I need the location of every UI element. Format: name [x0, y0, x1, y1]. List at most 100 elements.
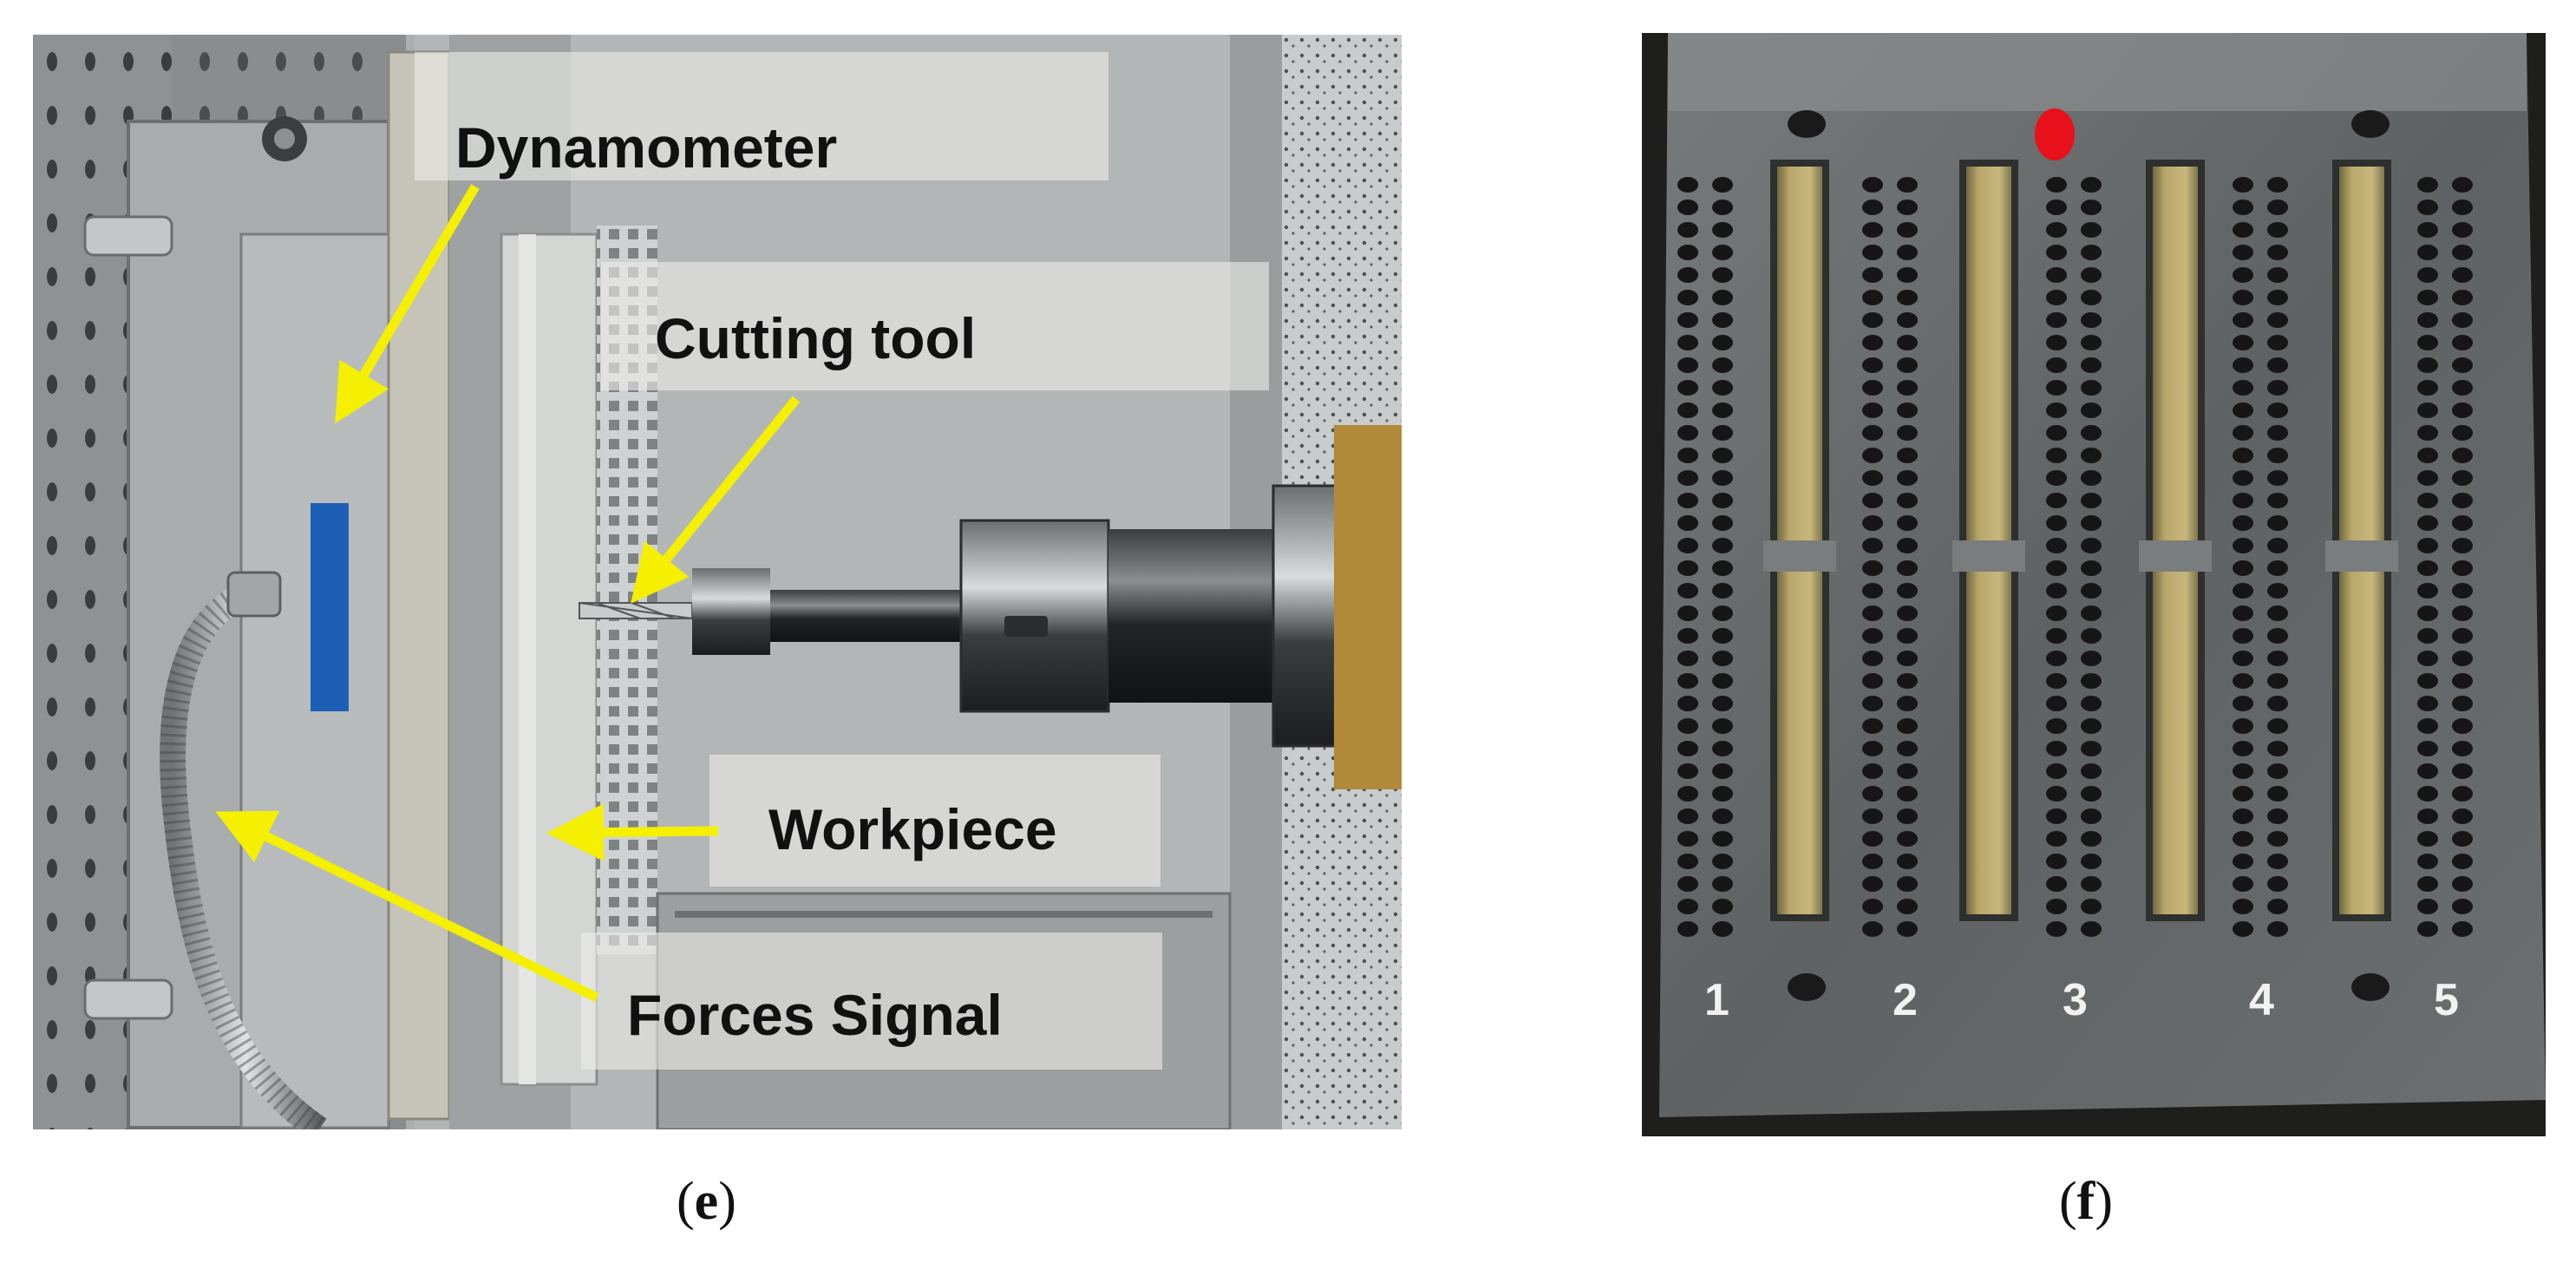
drilled-hole [2417, 402, 2438, 418]
drilled-hole [2233, 921, 2253, 937]
drilled-hole [2233, 267, 2253, 283]
drilled-hole [1897, 718, 1918, 734]
drilled-hole [1862, 357, 1883, 373]
drilled-hole [1897, 831, 1918, 847]
drilled-hole [1677, 741, 1698, 756]
drilled-hole [2233, 200, 2253, 215]
drilled-hole [1677, 267, 1698, 283]
drilled-hole [1897, 741, 1918, 756]
drilled-hole [2452, 267, 2473, 283]
drilled-hole [2267, 673, 2288, 689]
drilled-hole [2233, 808, 2253, 824]
drilled-hole [1862, 854, 1883, 869]
drilled-hole [1897, 786, 1918, 802]
drilled-hole [2452, 921, 2473, 937]
drilled-hole [2081, 515, 2102, 531]
drilled-hole [1712, 515, 1733, 531]
drilled-hole [1712, 493, 1733, 508]
drilled-hole [2267, 628, 2288, 644]
drilled-hole [2046, 538, 2067, 553]
drilled-hole [2233, 854, 2253, 869]
drilled-hole [2046, 899, 2067, 914]
drilled-hole [1712, 696, 1733, 711]
drilled-hole [1677, 673, 1698, 689]
drilled-hole [1712, 380, 1733, 396]
drilled-hole [1862, 425, 1883, 441]
drilled-hole [2081, 786, 2102, 802]
drilled-hole [2046, 312, 2067, 328]
drilled-hole [1862, 651, 1883, 666]
drilled-hole [2081, 402, 2102, 418]
drilled-hole [1862, 267, 1883, 283]
drilled-hole [1862, 515, 1883, 531]
column-number-2: 2 [1893, 975, 1918, 1025]
drilled-hole [1897, 538, 1918, 553]
drilled-hole [1677, 854, 1698, 869]
drilled-hole [2452, 628, 2473, 644]
drilled-hole [1712, 200, 1733, 215]
drilled-hole [2417, 583, 2438, 599]
drilled-hole [2081, 448, 2102, 463]
drilled-hole [2452, 808, 2473, 824]
drilled-hole [2046, 673, 2067, 689]
drilled-hole [2081, 425, 2102, 441]
drilled-hole [2046, 696, 2067, 711]
drilled-hole [2233, 290, 2253, 305]
drilled-hole [1712, 876, 1733, 892]
drilled-hole [2081, 673, 2102, 689]
drilled-hole [2233, 177, 2253, 193]
drilled-hole [2417, 605, 2438, 621]
drilled-hole [2417, 696, 2438, 711]
drilled-hole [2233, 357, 2253, 373]
drilled-hole [2267, 448, 2288, 463]
drilled-hole [2417, 425, 2438, 441]
drilled-hole [2417, 335, 2438, 350]
drilled-hole [2046, 763, 2067, 779]
drilled-hole [1712, 899, 1733, 914]
drilled-hole [1862, 763, 1883, 779]
drilled-hole [2417, 786, 2438, 802]
drilled-hole [2233, 831, 2253, 847]
drilled-hole [1712, 605, 1733, 621]
drilled-hole [2267, 267, 2288, 283]
drilled-hole [2267, 245, 2288, 260]
drilled-hole [2267, 402, 2288, 418]
drilled-hole [2267, 651, 2288, 666]
drilled-hole [2081, 335, 2102, 350]
drilled-hole [2046, 876, 2067, 892]
drilled-hole [2267, 605, 2288, 621]
drilled-hole [2046, 718, 2067, 734]
drilled-hole [2046, 222, 2067, 238]
drilled-hole [1897, 854, 1918, 869]
drilled-hole [1677, 222, 1698, 238]
drilled-hole [2046, 515, 2067, 531]
plate-crossbar [2139, 540, 2212, 572]
drilled-hole [2081, 628, 2102, 644]
drilled-hole [2267, 493, 2288, 508]
arrow-workpiece [546, 803, 719, 861]
drilled-hole [2452, 425, 2473, 441]
drilled-hole [1677, 335, 1698, 350]
drilled-hole [1897, 312, 1918, 328]
annotation-arrows [215, 184, 801, 1002]
drilled-hole [2452, 448, 2473, 463]
drilled-hole [2267, 808, 2288, 824]
drilled-hole [1897, 696, 1918, 711]
drilled-hole [1862, 741, 1883, 756]
drilled-hole [1897, 515, 1918, 531]
drilled-hole [1712, 470, 1733, 486]
drilled-hole [2267, 335, 2288, 350]
drilled-hole [2046, 560, 2067, 576]
caption-f: (f) [2059, 1172, 2113, 1231]
drilled-hole [2452, 177, 2473, 193]
drilled-hole [2233, 470, 2253, 486]
drilled-hole [2046, 470, 2067, 486]
drilled-hole [1897, 425, 1918, 441]
drilled-hole [1712, 718, 1733, 734]
drilled-hole [2417, 854, 2438, 869]
drilled-hole [2452, 673, 2473, 689]
drilled-hole [2417, 538, 2438, 553]
drilled-hole [2417, 808, 2438, 824]
drilled-hole [2417, 357, 2438, 373]
drilled-hole [1862, 245, 1883, 260]
